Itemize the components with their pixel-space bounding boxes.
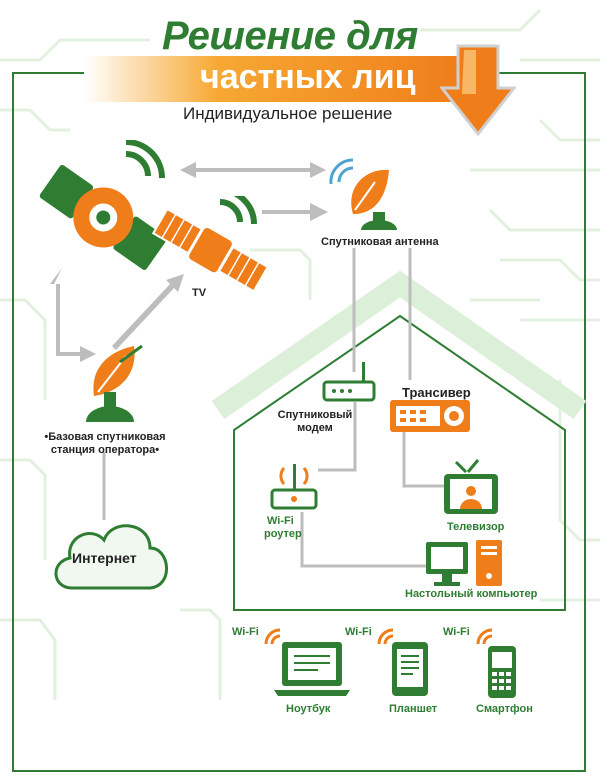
smartphone-label: Смартфон	[476, 703, 533, 715]
satellite-dish-icon	[329, 158, 397, 230]
house-outline	[211, 270, 587, 611]
satellite-modem-icon	[322, 362, 376, 402]
base-station-label-line1: •Базовая спутниковая	[44, 431, 166, 443]
satellite-modem-label-line2: модем	[297, 422, 333, 434]
base-station-icon	[86, 344, 143, 422]
transceiver-icon	[390, 400, 470, 432]
laptop-icon	[274, 642, 350, 696]
wifi-router-icon	[270, 464, 318, 510]
wifi-signal-icon	[264, 628, 281, 645]
title-band	[84, 56, 466, 102]
title-band-text: частных лиц	[200, 58, 416, 96]
internet-label: Интернет	[72, 550, 137, 566]
laptop-wifi-label: Wi-Fi	[232, 626, 259, 638]
wifi-signal-icon	[476, 628, 493, 645]
wifi-signal-icon	[377, 628, 394, 645]
tablet-wifi-label: Wi-Fi	[345, 626, 372, 638]
tablet-icon	[392, 642, 428, 696]
transceiver-label: Трансивер	[402, 385, 471, 400]
television-icon	[444, 459, 498, 514]
laptop-label: Ноутбук	[286, 703, 331, 715]
satellite-icon	[39, 140, 167, 270]
base-station-label-line2: станция оператора•	[50, 444, 160, 456]
page-title: Решение для	[162, 14, 418, 58]
wifi-router-label-line2: роутер	[264, 528, 302, 540]
satellite-modem-label-line1: Спутниковый	[277, 409, 353, 421]
satellite-antenna-label: Спутниковая антенна	[321, 236, 439, 248]
internet-cloud-icon	[54, 524, 168, 590]
tv-satellite-icon	[151, 196, 270, 293]
smartphone-wifi-label: Wi-Fi	[443, 626, 470, 638]
desktop-computer-icon	[426, 540, 502, 586]
smartphone-icon	[488, 646, 516, 698]
tablet-label: Планшет	[389, 703, 438, 715]
wifi-router-label-line1: Wi-Fi	[267, 515, 294, 527]
page-subtitle: Индивидуальное решение	[183, 104, 393, 123]
tv-set-label: Телевизор	[447, 521, 505, 533]
desktop-label: Настольный компьютер	[405, 588, 538, 600]
tv-satellite-label: TV	[192, 287, 207, 299]
down-arrow-icon	[440, 44, 516, 137]
